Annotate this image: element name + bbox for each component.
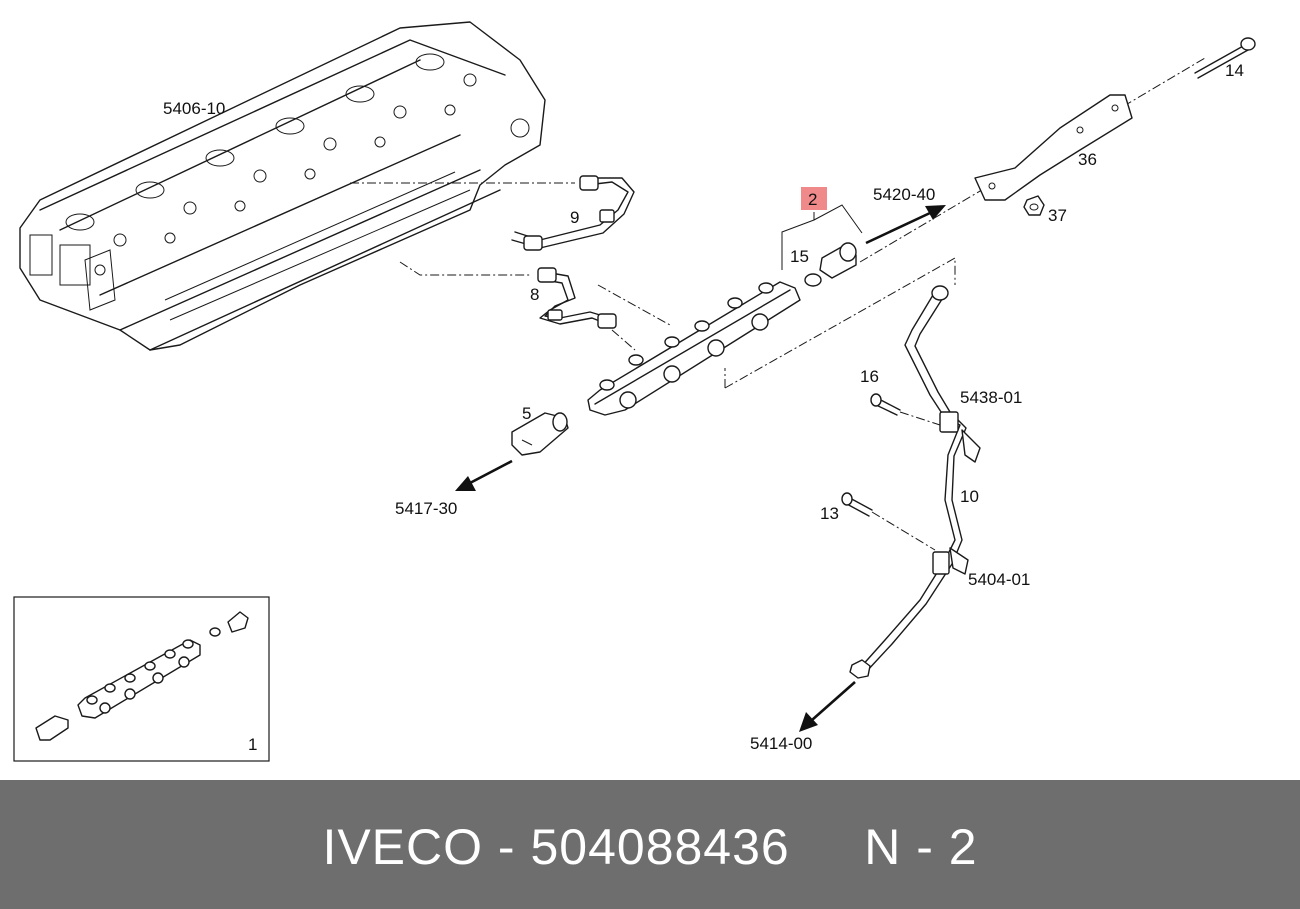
- label-pipe-9: 9: [570, 208, 579, 227]
- seal-ring: [804, 273, 822, 287]
- footer-bar: IVECO - 504088436 N - 2: [0, 780, 1300, 909]
- fuel-rail: [587, 281, 801, 416]
- label-ref-5414-00: 5414-00: [750, 734, 812, 753]
- bolt-14: [1194, 37, 1256, 79]
- label-bolt-13: 13: [820, 504, 839, 523]
- label-pipe-10: 10: [960, 487, 979, 506]
- label-seal-15: 15: [790, 247, 809, 266]
- inset-assembly-box: [13, 596, 270, 762]
- label-part-2: 2: [808, 190, 817, 209]
- label-bracket-36: 36: [1078, 150, 1097, 169]
- label-ref-5417-30: 5417-30: [395, 499, 457, 518]
- label-inset-1: 1: [248, 735, 257, 754]
- pressure-relief-valve: [819, 242, 857, 279]
- label-bolt-14: 14: [1225, 61, 1244, 80]
- bracket-36: [974, 94, 1133, 201]
- label-bolt-16: 16: [860, 367, 879, 386]
- nut-37: [1023, 195, 1045, 216]
- bolt-13: [841, 492, 873, 517]
- parts-diagram: 5406-10 9 8: [13, 21, 1256, 762]
- arrow-5414-00: [811, 681, 856, 721]
- bolt-16: [870, 393, 901, 416]
- label-ref-5404-01: 5404-01: [968, 570, 1030, 589]
- pressure-sensor-5: [511, 412, 569, 456]
- injector-pipe-8: [537, 267, 617, 329]
- footer-part-number: IVECO - 504088436 N - 2: [322, 819, 978, 875]
- label-cylinder-head: 5406-10: [163, 99, 225, 118]
- label-sensor-5: 5: [522, 404, 531, 423]
- label-pipe-8: 8: [530, 285, 539, 304]
- label-ref-5420-40: 5420-40: [873, 185, 935, 204]
- arrow-5417-30: [469, 459, 513, 485]
- cylinder-head: [19, 21, 546, 351]
- label-nut-37: 37: [1048, 206, 1067, 225]
- injector-pipe-9: [511, 175, 635, 251]
- highlight-box-2: [801, 187, 827, 210]
- return-pipe-10: [849, 285, 981, 679]
- label-ref-5438-01: 5438-01: [960, 388, 1022, 407]
- arrow-5420-40: [865, 211, 931, 245]
